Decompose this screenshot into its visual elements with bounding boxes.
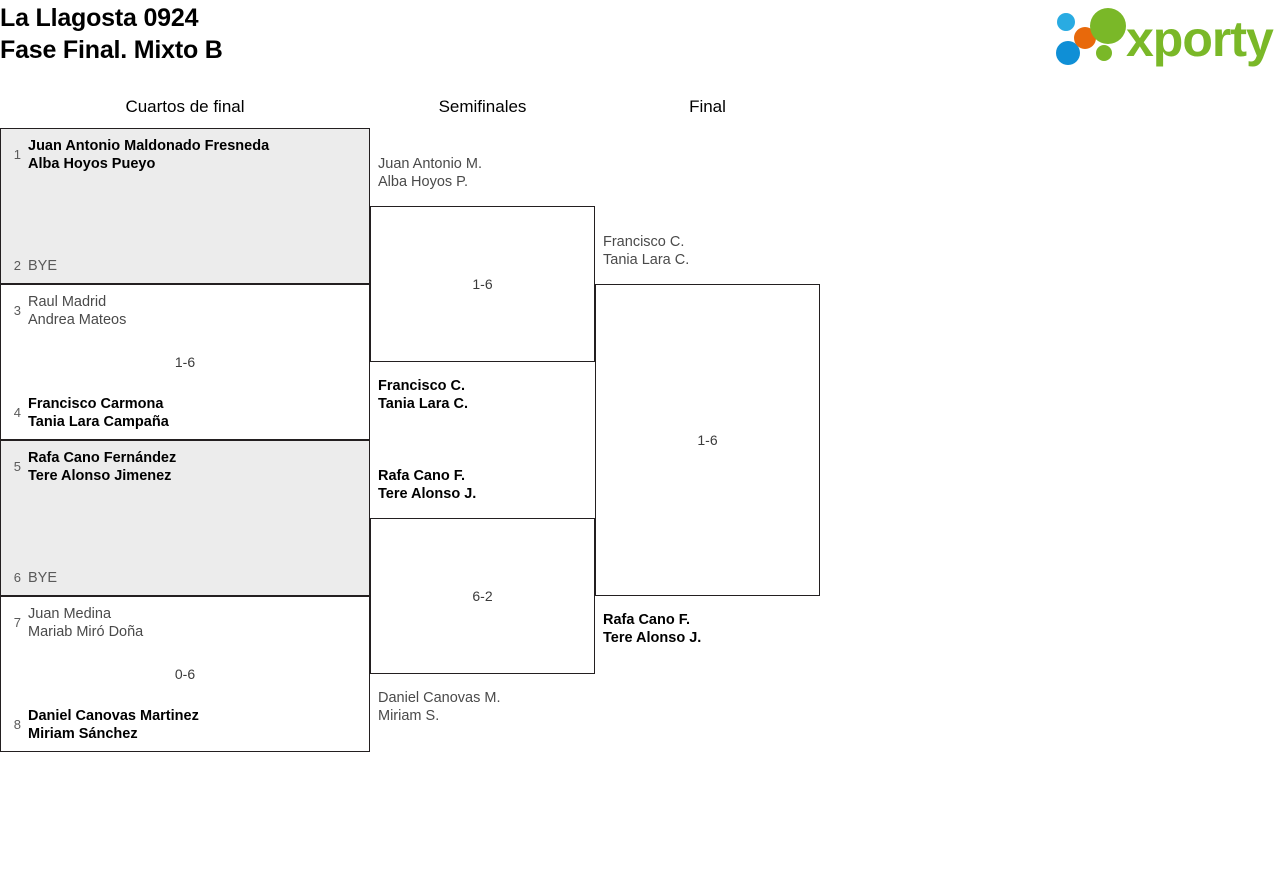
- team-names: Francisco Carmona Tania Lara Campaña: [21, 395, 369, 431]
- team-names: Juan Antonio M. Alba Hoyos P.: [371, 155, 594, 191]
- team-names: Daniel Canovas M. Miriam S.: [371, 689, 594, 725]
- page-title: La Llagosta 0924 Fase Final. Mixto B: [0, 2, 223, 66]
- match-qf2-team-top[interactable]: 3 Raul Madrid Andrea Mateos: [1, 293, 369, 329]
- player-2: Mariab Miró Doña: [28, 624, 144, 640]
- team-names: Francisco C. Tania Lara C.: [371, 377, 594, 413]
- player-1: Daniel Canovas Martinez: [28, 708, 199, 724]
- match-qf1-team-top[interactable]: 1 Juan Antonio Maldonado Fresneda Alba H…: [1, 137, 369, 173]
- match-sf1-team-top[interactable]: Juan Antonio M. Alba Hoyos P.: [371, 155, 594, 191]
- player-1: BYE: [28, 570, 58, 586]
- seed-number: 1: [13, 147, 21, 162]
- match-sf1-team-bottom[interactable]: Francisco C. Tania Lara C.: [371, 377, 594, 413]
- logo-wordmark: xporty: [1126, 11, 1275, 67]
- match-sf1-score: 1-6: [472, 276, 493, 292]
- page-header: La Llagosta 0924 Fase Final. Mixto B xpo…: [0, 0, 1280, 88]
- team-names: Rafa Cano F. Tere Alonso J.: [596, 611, 819, 647]
- player-2: Alba Hoyos P.: [378, 174, 469, 190]
- match-qf4-team-bottom[interactable]: 8 Daniel Canovas Martinez Miriam Sánchez: [1, 707, 369, 743]
- match-final[interactable]: Francisco C. Tania Lara C. 1-6 Rafa Cano…: [595, 234, 820, 646]
- match-qf3[interactable]: 5 Rafa Cano Fernández Tere Alonso Jimene…: [0, 440, 370, 596]
- player-1: Rafa Cano Fernández: [28, 450, 177, 466]
- xporty-logo[interactable]: xporty: [1046, 4, 1275, 70]
- player-2: Tania Lara C.: [378, 396, 468, 412]
- svg-text:xporty: xporty: [1126, 11, 1274, 67]
- player-1: Rafa Cano F.: [603, 612, 691, 628]
- player-1: Raul Madrid: [28, 294, 107, 310]
- team-names: Raul Madrid Andrea Mateos: [21, 293, 369, 329]
- seed-number: 7: [13, 615, 21, 630]
- player-2: Alba Hoyos Pueyo: [28, 156, 156, 172]
- round-header-semifinals: Semifinales: [438, 97, 527, 116]
- player-2: Miriam S.: [378, 708, 440, 724]
- match-sf2-score: 6-2: [472, 588, 493, 604]
- match-qf3-team-bottom[interactable]: 6 BYE: [1, 569, 369, 587]
- match-qf4[interactable]: 7 Juan Medina Mariab Miró Doña 0-6 8 Dan…: [0, 596, 370, 752]
- player-1: Juan Antonio Maldonado Fresneda: [28, 138, 270, 154]
- team-names: Daniel Canovas Martinez Miriam Sánchez: [21, 707, 369, 743]
- player-1: Daniel Canovas M.: [378, 690, 501, 706]
- team-names: BYE: [21, 257, 369, 275]
- match-final-score: 1-6: [697, 432, 718, 448]
- player-1: Francisco Carmona: [28, 396, 164, 412]
- player-1: Juan Medina: [28, 606, 112, 622]
- team-names: Juan Medina Mariab Miró Doña: [21, 605, 369, 641]
- seed-number: 8: [13, 717, 21, 732]
- tournament-name: La Llagosta 0924: [0, 4, 199, 32]
- player-1: Francisco C.: [378, 378, 466, 394]
- player-1: Rafa Cano F.: [378, 468, 466, 484]
- team-names: Rafa Cano F. Tere Alonso J.: [371, 467, 594, 503]
- xporty-logo-svg: xporty: [1056, 8, 1275, 67]
- team-names: Rafa Cano Fernández Tere Alonso Jimenez: [21, 449, 369, 485]
- match-sf2-team-top[interactable]: Rafa Cano F. Tere Alonso J.: [371, 467, 594, 503]
- match-qf4-team-top[interactable]: 7 Juan Medina Mariab Miró Doña: [1, 605, 369, 641]
- logo-dot-green-large: [1090, 8, 1126, 44]
- match-qf2-team-bottom[interactable]: 4 Francisco Carmona Tania Lara Campaña: [1, 395, 369, 431]
- seed-number: 2: [13, 258, 21, 273]
- player-1: BYE: [28, 258, 58, 274]
- round-header-final: Final: [689, 97, 726, 116]
- player-2: Miriam Sánchez: [28, 726, 138, 742]
- match-final-team-bottom[interactable]: Rafa Cano F. Tere Alonso J.: [596, 611, 819, 647]
- player-2: Tania Lara Campaña: [28, 414, 169, 430]
- seed-number: 4: [13, 405, 21, 420]
- player-2: Tere Alonso J.: [378, 486, 477, 502]
- tournament-phase: Fase Final. Mixto B: [0, 36, 223, 64]
- match-qf3-team-top[interactable]: 5 Rafa Cano Fernández Tere Alonso Jimene…: [1, 449, 369, 485]
- player-2: Tania Lara C.: [603, 252, 690, 268]
- player-1: Juan Antonio M.: [378, 156, 482, 172]
- match-qf4-score: 0-6: [174, 666, 196, 682]
- match-qf1[interactable]: 1 Juan Antonio Maldonado Fresneda Alba H…: [0, 128, 370, 284]
- match-sf2-team-bottom[interactable]: Daniel Canovas M. Miriam S.: [371, 689, 594, 725]
- player-2: Tere Alonso Jimenez: [28, 468, 172, 484]
- seed-number: 5: [13, 459, 21, 474]
- match-sf2[interactable]: Rafa Cano F. Tere Alonso J. 6-2 Daniel C…: [370, 468, 595, 724]
- match-final-team-top[interactable]: Francisco C. Tania Lara C.: [596, 233, 819, 269]
- logo-dot-green-small: [1096, 45, 1112, 61]
- player-2: Andrea Mateos: [28, 312, 127, 328]
- player-2: Tere Alonso J.: [603, 630, 702, 646]
- round-header-quarterfinals: Cuartos de final: [125, 97, 245, 116]
- team-names: Francisco C. Tania Lara C.: [596, 233, 819, 269]
- seed-number: 3: [13, 303, 21, 318]
- logo-dot-blue-top: [1057, 13, 1075, 31]
- seed-number: 6: [13, 570, 21, 585]
- logo-dot-orange: [1074, 27, 1096, 49]
- match-sf1[interactable]: Juan Antonio M. Alba Hoyos P. 1-6 Franci…: [370, 156, 595, 412]
- logo-dot-blue-bottom: [1056, 41, 1080, 65]
- team-names: BYE: [21, 569, 369, 587]
- match-qf2-score: 1-6: [174, 354, 196, 370]
- player-1: Francisco C.: [603, 234, 685, 250]
- match-qf1-team-bottom[interactable]: 2 BYE: [1, 257, 369, 275]
- match-qf2[interactable]: 3 Raul Madrid Andrea Mateos 1-6 4 Franci…: [0, 284, 370, 440]
- team-names: Juan Antonio Maldonado Fresneda Alba Hoy…: [21, 137, 369, 173]
